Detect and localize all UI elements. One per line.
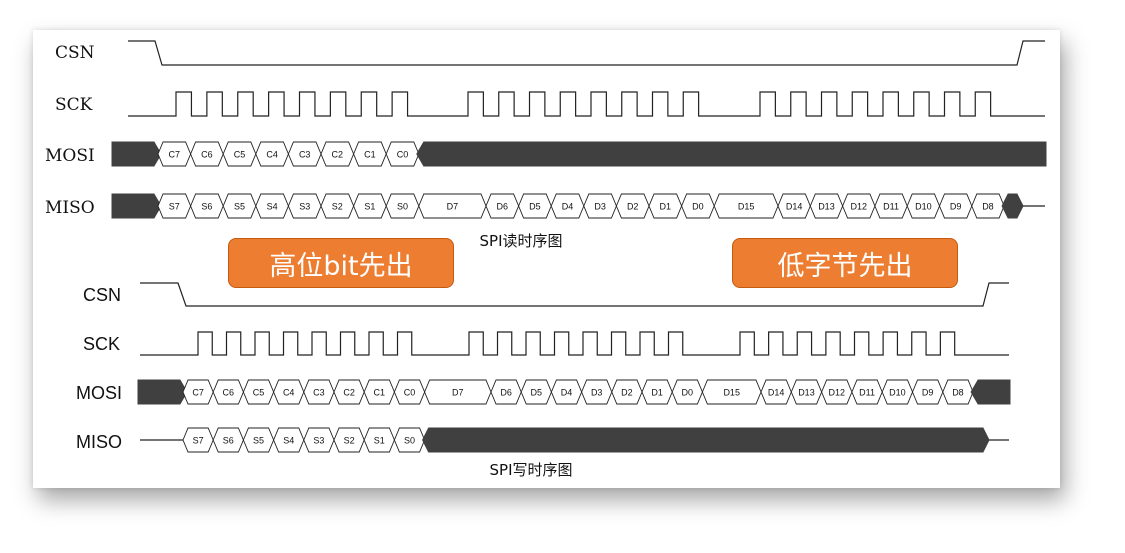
read-miso-d14-label: D14 xyxy=(786,202,803,212)
write-mosi-d7-label: D7 xyxy=(452,388,464,398)
read-miso-s7-label: S7 xyxy=(169,202,180,212)
read-miso-s1-label: S1 xyxy=(364,202,375,212)
read-miso-s4-label: S4 xyxy=(267,202,278,212)
write-mosi-d8-label: D8 xyxy=(952,388,964,398)
read-miso-waveform: S7 S6 S5 S4 S3 S2 S1 S0 D7 D6 D5 D4 D3 D2 D1 D0 D15 D14 D1… xyxy=(111,193,1045,219)
write-sck-waveform xyxy=(140,331,1009,356)
read-miso-s6-label: S6 xyxy=(201,202,212,212)
write-mosi-d3-label: D3 xyxy=(591,388,603,398)
write-miso-label: MISO xyxy=(76,432,122,452)
write-csn-line xyxy=(140,282,1009,307)
read-sck-waveform xyxy=(128,91,1045,117)
write-miso-s0-label: S0 xyxy=(404,436,415,446)
write-mosi-c5-label: C5 xyxy=(253,388,265,398)
read-mosi-label: MOSI xyxy=(45,146,95,166)
write-mosi-c4-label: C4 xyxy=(283,388,295,398)
read-mosi-c4-label: C4 xyxy=(266,150,278,160)
write-miso-s4-label: S4 xyxy=(283,436,294,446)
read-miso-d12-label: D12 xyxy=(850,202,867,212)
read-miso-d4-label: D4 xyxy=(562,202,574,212)
read-miso-bus-idle-left xyxy=(111,193,162,219)
write-mosi-d15-label: D15 xyxy=(723,388,740,398)
read-mosi-waveform: C7 C6 C5 C4 C3 C2 C1 C0 xyxy=(111,141,1047,167)
read-sck-label: SCK xyxy=(55,95,93,115)
read-mosi-c2-label: C2 xyxy=(332,150,344,160)
write-mosi-c3-label: C3 xyxy=(313,388,325,398)
read-miso-s0-label: S0 xyxy=(397,202,408,212)
msb-first-callout: 高位bit先出 xyxy=(228,238,454,288)
write-mosi-d4-label: D4 xyxy=(561,388,573,398)
write-mosi-d2-label: D2 xyxy=(621,388,633,398)
write-mosi-d10-label: D10 xyxy=(889,388,906,398)
write-mosi-c6-label: C6 xyxy=(223,388,235,398)
read-miso-d1-label: D1 xyxy=(660,202,672,212)
read-miso-bus-tail xyxy=(1001,193,1024,219)
read-mosi-c3-label: C3 xyxy=(299,150,311,160)
low-byte-first-callout: 低字节先出 xyxy=(732,238,958,288)
write-mosi-d0-label: D0 xyxy=(682,388,694,398)
read-mosi-c7-label: C7 xyxy=(169,150,181,160)
read-csn-waveform xyxy=(128,40,1045,66)
write-mosi-c0-label: C0 xyxy=(404,388,416,398)
read-miso-d15-label: D15 xyxy=(738,202,755,212)
write-miso-waveform: S7 S6 S5 S4 S3 S2 S1 S0 xyxy=(140,427,1009,453)
read-miso-label: MISO xyxy=(45,198,95,218)
read-miso-d3-label: D3 xyxy=(594,202,606,212)
write-mosi-d14-label: D14 xyxy=(768,388,785,398)
read-csn-line xyxy=(128,40,1045,66)
write-miso-s7-label: S7 xyxy=(193,436,204,446)
read-miso-s3-label: S3 xyxy=(299,202,310,212)
write-csn-label: CSN xyxy=(83,285,121,305)
write-miso-s1-label: S1 xyxy=(374,436,385,446)
read-mosi-c5-label: C5 xyxy=(234,150,246,160)
read-mosi-bus-idle-right xyxy=(416,141,1047,167)
write-csn-waveform xyxy=(140,282,1009,307)
write-miso-s5-label: S5 xyxy=(253,436,264,446)
write-mosi-d9-label: D9 xyxy=(922,388,934,398)
read-mosi-c1-label: C1 xyxy=(364,150,376,160)
write-mosi-d5-label: D5 xyxy=(531,388,543,398)
write-miso-s2-label: S2 xyxy=(344,436,355,446)
read-mosi-c0-label: C0 xyxy=(397,150,409,160)
read-miso-d2-label: D2 xyxy=(627,202,639,212)
read-miso-d7-label: D7 xyxy=(447,202,459,212)
read-miso-d11-label: D11 xyxy=(883,202,899,212)
write-mosi-d1-label: D1 xyxy=(651,388,663,398)
write-mosi-d6-label: D6 xyxy=(500,388,512,398)
write-sck-line xyxy=(140,331,1009,356)
write-mosi-bus-idle-right xyxy=(970,379,1011,405)
read-miso-d10-label: D10 xyxy=(915,202,932,212)
read-miso-s2-label: S2 xyxy=(332,202,343,212)
read-mosi-bus-idle-left xyxy=(111,141,162,167)
read-miso-s5-label: S5 xyxy=(234,202,245,212)
write-mosi-c7-label: C7 xyxy=(192,388,204,398)
write-miso-s3-label: S3 xyxy=(313,436,324,446)
read-miso-d6-label: D6 xyxy=(497,202,509,212)
write-diagram-caption: SPI写时序图 xyxy=(490,461,573,479)
write-mosi-bus-idle-left xyxy=(137,379,188,405)
write-miso-s6-label: S6 xyxy=(223,436,234,446)
write-mosi-c2-label: C2 xyxy=(343,388,355,398)
read-csn-label: CSN xyxy=(55,43,95,63)
read-miso-d0-label: D0 xyxy=(692,202,704,212)
write-mosi-c1-label: C1 xyxy=(374,388,386,398)
read-miso-d8-label: D8 xyxy=(982,202,994,212)
read-miso-d5-label: D5 xyxy=(529,202,541,212)
write-mosi-label: MOSI xyxy=(76,383,122,403)
read-miso-d13-label: D13 xyxy=(818,202,835,212)
read-mosi-c6-label: C6 xyxy=(201,150,213,160)
write-mosi-waveform: C7 C6 C5 C4 C3 C2 C1 C0 D7 D6 D5 D4 D3 D2 D1 D0 D15 D14 D1… xyxy=(137,379,1011,405)
write-miso-bus-tail xyxy=(422,427,990,453)
read-sck-line xyxy=(128,91,1045,117)
write-mosi-d11-label: D11 xyxy=(859,388,875,398)
write-mosi-d13-label: D13 xyxy=(798,388,815,398)
write-sck-label: SCK xyxy=(83,334,120,354)
read-diagram-caption: SPI读时序图 xyxy=(480,232,563,250)
read-miso-d9-label: D9 xyxy=(950,202,962,212)
write-mosi-d12-label: D12 xyxy=(828,388,845,398)
